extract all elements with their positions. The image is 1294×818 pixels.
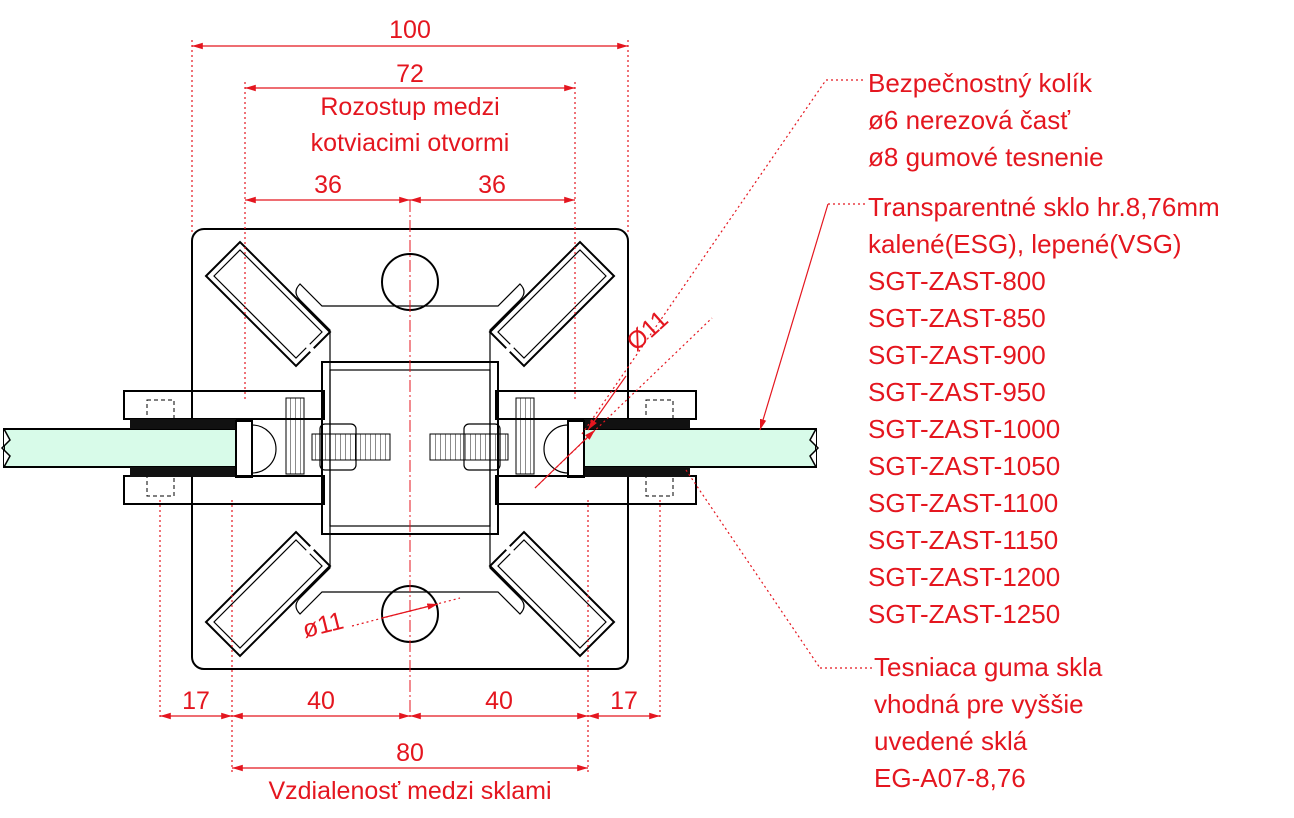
callout-glass-line: SGT-ZAST-1150 bbox=[868, 525, 1058, 555]
rubber-gasket-left bbox=[130, 419, 236, 477]
dim-bottom-left-edge: 17 bbox=[182, 687, 210, 715]
callout-glass-line: SGT-ZAST-1200 bbox=[868, 562, 1060, 592]
hole-spacing-caption-1: Rozostup medzi bbox=[320, 93, 499, 121]
dim-glass-distance: 80 bbox=[396, 739, 424, 767]
callout-gasket-line: Tesniaca guma skla bbox=[874, 652, 1103, 682]
bolt-right bbox=[429, 397, 535, 475]
glass-panel-left bbox=[0, 428, 237, 468]
dimension-lines bbox=[160, 42, 713, 772]
callout-glass-line: SGT-ZAST-850 bbox=[868, 303, 1046, 333]
callout-glass-line: SGT-ZAST-1100 bbox=[868, 488, 1058, 518]
callout-pin-line: ø6 nerezová časť bbox=[868, 105, 1070, 135]
callout-glass-line: SGT-ZAST-1050 bbox=[868, 451, 1060, 481]
callout-gasket-line: EG-A07-8,76 bbox=[874, 763, 1026, 793]
dim-half-left: 36 bbox=[314, 171, 342, 199]
cross-pedestal bbox=[295, 283, 525, 615]
callout-glass-line: SGT-ZAST-1000 bbox=[868, 414, 1060, 444]
hole-spacing-caption-2: kotviacimi otvormi bbox=[311, 129, 510, 157]
glass-stop-right bbox=[543, 420, 585, 478]
glass-distance-caption: Vzdialenosť medzi sklami bbox=[268, 777, 551, 805]
dim-diameter-lower: ø11 bbox=[300, 607, 347, 644]
glass-panel-right bbox=[583, 428, 820, 468]
dimension-extensions bbox=[159, 40, 661, 772]
callout-glass: Transparentné sklo hr.8,76mm kalené(ESG)… bbox=[868, 192, 1220, 629]
callout-glass-line: SGT-ZAST-900 bbox=[868, 340, 1046, 370]
dim-bottom-left-half: 40 bbox=[307, 687, 335, 715]
slot-top-left bbox=[297, 335, 325, 363]
slot-bottom-right bbox=[495, 535, 523, 563]
callout-glass-line: Transparentné sklo hr.8,76mm bbox=[868, 192, 1220, 222]
callout-pin-line: ø8 gumové tesnenie bbox=[868, 142, 1104, 172]
callout-gasket: Tesniaca guma skla vhodná pre vyššie uve… bbox=[874, 652, 1103, 793]
callout-glass-line: SGT-ZAST-800 bbox=[868, 266, 1046, 296]
callout-leaders bbox=[581, 79, 872, 669]
glass-stop-left bbox=[235, 420, 277, 478]
callout-gasket-line: uvedené sklá bbox=[874, 726, 1028, 756]
slot-bottom-left bbox=[297, 535, 325, 563]
dim-total-width: 100 bbox=[389, 16, 431, 44]
callout-glass-line: kalené(ESG), lepené(VSG) bbox=[868, 229, 1182, 259]
dim-half-right: 36 bbox=[478, 171, 506, 199]
callout-pin-line: Bezpečnostný kolík bbox=[868, 68, 1093, 98]
callout-gasket-line: vhodná pre vyššie bbox=[874, 689, 1084, 719]
bolt-left bbox=[285, 397, 391, 475]
callout-glass-line: SGT-ZAST-1250 bbox=[868, 599, 1060, 629]
dim-hole-spacing: 72 bbox=[396, 60, 424, 88]
rubber-gasket-right bbox=[584, 419, 690, 477]
anchor-hole-bottom bbox=[381, 585, 439, 643]
dim-diameter-upper: Ø11 bbox=[621, 305, 673, 356]
callout-pin: Bezpečnostný kolík ø6 nerezová časť ø8 g… bbox=[868, 68, 1104, 172]
dim-bottom-right-half: 40 bbox=[485, 687, 513, 715]
dim-bottom-right-edge: 17 bbox=[610, 687, 638, 715]
callout-glass-line: SGT-ZAST-950 bbox=[868, 377, 1046, 407]
slot-top-right bbox=[495, 335, 523, 363]
